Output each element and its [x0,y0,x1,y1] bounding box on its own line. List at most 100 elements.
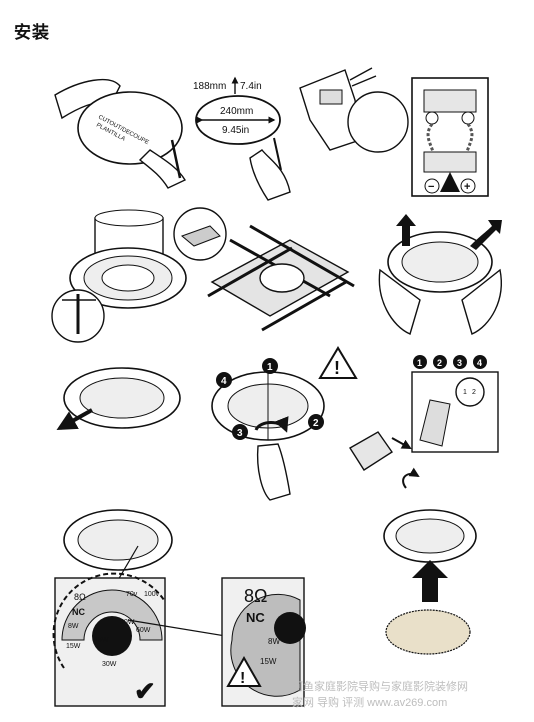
terminal-minus-top-icon [425,111,439,125]
bottom-terminal-icon [423,151,477,173]
panel-remove-ring [56,367,181,430]
remove-arrow-icon [56,408,93,430]
ceiling-hole-outline [195,95,281,145]
page-title: 安装 [14,23,50,43]
watt-15w-lower-label: 15W [66,643,81,650]
dial-range-arc [52,572,165,669]
seq-2-badge [433,355,447,369]
seq-4-badge [473,355,487,369]
tap-dial-arc [61,589,163,641]
push-up-arrow-icon [412,560,448,602]
panel-dimensions: 188mm 7.4in 240mm 9.45in [193,76,291,201]
pencil-icon [170,139,182,179]
terminal-block-icon [319,89,343,105]
panel-cutout-template: CUTOUT/DECOUPE PLANTILLA [54,78,186,189]
speaker-ring-icon-2 [401,241,479,283]
watt-30w-lower-label: 30W [102,661,117,668]
curved-arrow-icon [470,220,502,250]
watermark-line1: 阿鱼家庭影院导购与家庭影院装修网 [292,679,468,693]
step-3-badge [232,424,248,440]
plus-label: + [464,181,470,193]
nc-label: NC [72,607,85,617]
step-1-badge [262,358,278,374]
warning-mark: ! [334,358,340,378]
step-3-label: 3 [237,428,243,439]
speaker-cone-icon [101,264,155,292]
left-hand-icon-2 [378,268,421,335]
hand-with-saw-icon [249,149,291,201]
panel-mounting-bracket [207,224,355,332]
warning-15w-label: 15W [260,657,277,666]
speaker-ring-icon-3 [79,377,165,419]
right-hand-icon-2 [461,268,502,335]
tap-dial-icon [455,377,485,407]
warning-8w-label: 8W [268,637,280,646]
clamp-icon [181,225,221,247]
wire-icon [349,67,373,81]
panel-attach-grille [383,509,477,655]
warning-triangle-icon [318,346,358,379]
zoom-circle [347,91,409,153]
dial-mark-2: 2 [472,389,476,396]
dial-mark-1: 1 [463,389,467,396]
impedance-label: 8Ω [74,592,86,602]
seq-1-badge [413,355,427,369]
panel-speaker-can [51,207,227,343]
rail-icon-2 [249,224,355,288]
speaker-ring-icon-5 [77,519,159,561]
seq-4-label: 4 [477,358,482,368]
watt-15w-label: 15W [94,637,109,644]
clamp-arrow-icon [391,437,412,449]
step-1-label: 1 [267,362,273,373]
grille-icon [385,609,471,655]
depth-mm-label: 188mm [193,81,226,92]
screwdriver-icon [419,399,451,447]
clamp-mechanism-icon [349,431,393,471]
watt-8w-label: 8W [68,623,79,630]
wire-icon-2 [351,75,377,87]
check-mark: ✔ [134,676,156,706]
seq-3-label: 3 [457,358,462,368]
step-2-badge [308,414,324,430]
plus-badge-icon [460,178,476,194]
step-4-label: 4 [221,376,227,387]
warning-nc-label: NC [246,610,265,625]
tap-70v-label: 70v [126,591,138,598]
warning-triangle-icon-2 [226,655,262,687]
warning-dial-hub-icon [274,612,306,644]
terminal-plus-top-icon [461,111,475,125]
warning-impedance-label: 8Ω [244,586,267,606]
rail-icon-3 [207,246,293,298]
diameter-mm-label: 240mm [220,106,253,117]
speaker-ring-icon-6 [395,518,465,554]
seq-2-label: 2 [437,358,442,368]
minus-label: − [428,181,434,193]
rotate-arrow-icon [254,416,289,433]
warning-mark-2: ! [240,670,245,687]
right-hand-icon [138,149,186,189]
rail-icon-4 [261,280,347,332]
hand-with-screwdriver-icon [256,443,291,501]
panel-wiring: − + [299,67,489,197]
watermark-line2: 家网 导购 评测 www.av269.com [292,695,447,709]
bracket-hole-icon [259,263,305,293]
saw-icon [273,137,282,171]
seq-1-label: 1 [417,358,422,368]
panel-tap-selector: 1 2 3 4 1 2 [349,355,499,489]
diameter-in-label: 9.45in [222,125,249,136]
depth-in-label: 7.4in [240,81,262,92]
panel-tap-warning: 8Ω NC 8W 15W ! [127,577,306,707]
tap-100v-label: 100v [144,591,160,598]
panel-insert-speaker [378,214,502,335]
can-top-icon [94,209,164,227]
step-2-label: 2 [313,418,319,429]
panel-tap-label: 8Ω NC 70v 100v 8W 15W 30W 60W 15W 30W ✔ [52,509,173,707]
step-4-badge [216,372,232,388]
cutout-template [77,91,183,165]
top-terminal-icon [423,89,477,113]
seq-3-badge [453,355,467,369]
dial-hub-icon [92,616,132,656]
up-arrow-icon [396,214,416,246]
watt-30w-label: 30W [120,619,135,626]
